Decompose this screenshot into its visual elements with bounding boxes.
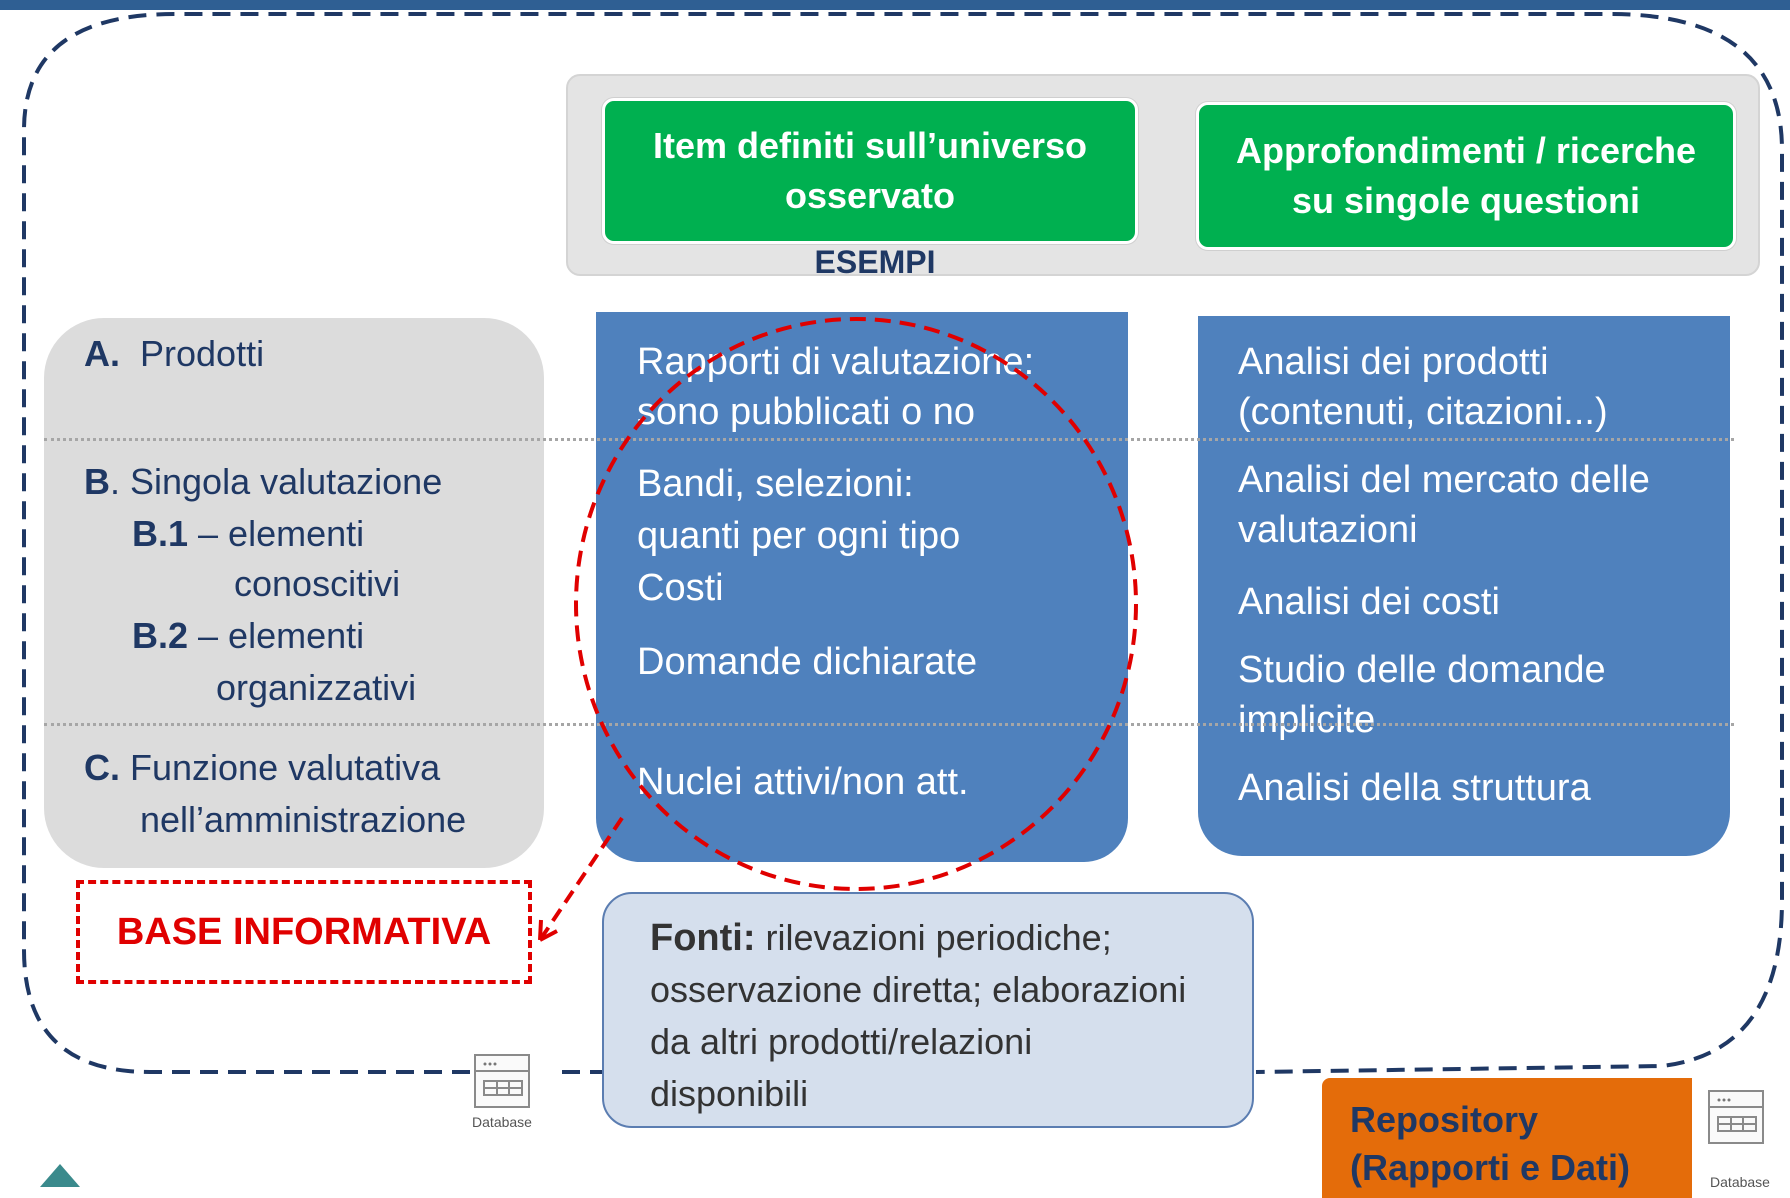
category-b1-text: – elementi <box>188 513 365 554</box>
category-b: B. Singola valutazione <box>84 456 442 508</box>
category-a-text: Prodotti <box>140 333 265 374</box>
research-line-6: Studio delle domande <box>1238 649 1606 691</box>
database-icon <box>474 1054 530 1108</box>
category-c-text: Funzione valutativa <box>120 747 441 788</box>
research-line-1: Analisi dei prodotti <box>1238 341 1549 383</box>
category-b-letter: B <box>84 461 110 502</box>
items-line-5: Costi <box>637 567 724 609</box>
category-b2-letter: B.2 <box>132 615 189 656</box>
separator-line-1 <box>44 438 1734 441</box>
fonti-box: Fonti: rilevazioni periodiche; osservazi… <box>602 892 1254 1128</box>
top-bar <box>0 0 1790 10</box>
items-line-7: Nuclei attivi/non att. <box>637 761 969 803</box>
box-approfondimenti-label: Approfondimenti / ricerche su singole qu… <box>1235 130 1697 221</box>
repository-line-2: (Rapporti e Dati) <box>1350 1147 1631 1188</box>
category-c-line2: nell’amministrazione <box>140 799 467 840</box>
category-c: C. Funzione valutativa <box>84 742 440 794</box>
category-a: A. Prodotti <box>84 328 264 380</box>
category-b1-line2: conoscitivi <box>234 563 401 604</box>
items-column <box>596 312 1128 862</box>
fonti-line-4: disponibili <box>650 1073 809 1114</box>
items-line-4: quanti per ogni tipo <box>637 515 961 557</box>
category-b2: B.2 – elementi <box>132 610 364 662</box>
category-c-letter: C. <box>84 747 120 788</box>
logo-fragment <box>40 1164 80 1187</box>
category-b2-text: – elementi <box>188 615 365 656</box>
research-line-5: Analisi dei costi <box>1238 581 1500 623</box>
research-line-8: Analisi della struttura <box>1238 767 1591 809</box>
base-informativa-box: BASE INFORMATIVA <box>76 880 532 984</box>
research-line-2: (contenuti, citazioni...) <box>1238 391 1608 433</box>
items-line-1: Rapporti di valutazione: <box>637 341 1035 383</box>
category-b-text: . Singola valutazione <box>110 461 443 502</box>
category-a-letter: A. <box>84 333 120 374</box>
items-line-2: sono pubblicati o no <box>637 391 976 433</box>
box-item-definiti-label: Item definiti sull’universo osservato <box>652 125 1088 216</box>
research-column <box>1198 316 1730 856</box>
fonti-line-3: da altri prodotti/relazioni <box>650 1021 1033 1062</box>
dashed-boundary <box>22 12 1784 1074</box>
fonti-label: Fonti: <box>650 917 756 959</box>
pointer-arrow-line <box>538 816 624 942</box>
research-line-7: implicite <box>1238 699 1376 741</box>
research-line-4: valutazioni <box>1238 509 1418 551</box>
category-b2-line2: organizzativi <box>216 667 417 708</box>
box-item-definiti: Item definiti sull’universo osservato <box>602 98 1138 244</box>
fonti-line-1: Fonti: rilevazioni periodiche; <box>650 912 1252 964</box>
category-b1: B.1 – elementi <box>132 508 364 560</box>
items-line-6: Domande dichiarate <box>637 641 978 683</box>
database-label: Database <box>472 1114 532 1130</box>
items-line-3: Bandi, selezioni: <box>637 463 914 505</box>
categories-panel <box>44 318 544 868</box>
repository-box: Repository (Rapporti e Dati) <box>1322 1078 1692 1198</box>
box-approfondimenti: Approfondimenti / ricerche su singole qu… <box>1196 102 1736 250</box>
highlight-circle <box>574 317 1138 891</box>
fonti-line-2: osservazione diretta; elaborazioni <box>650 969 1187 1010</box>
esempi-label: ESEMPI <box>814 244 936 280</box>
pointer-arrow-head <box>538 919 558 942</box>
database-label-right: Database <box>1710 1174 1770 1187</box>
database-icon-right <box>1708 1090 1764 1144</box>
research-line-3: Analisi del mercato delle <box>1238 459 1650 501</box>
category-b1-letter: B.1 <box>132 513 189 554</box>
repository-line-1: Repository <box>1350 1099 1539 1140</box>
separator-line-2 <box>44 723 1734 726</box>
fonti-text-1: rilevazioni periodiche; <box>755 917 1112 958</box>
